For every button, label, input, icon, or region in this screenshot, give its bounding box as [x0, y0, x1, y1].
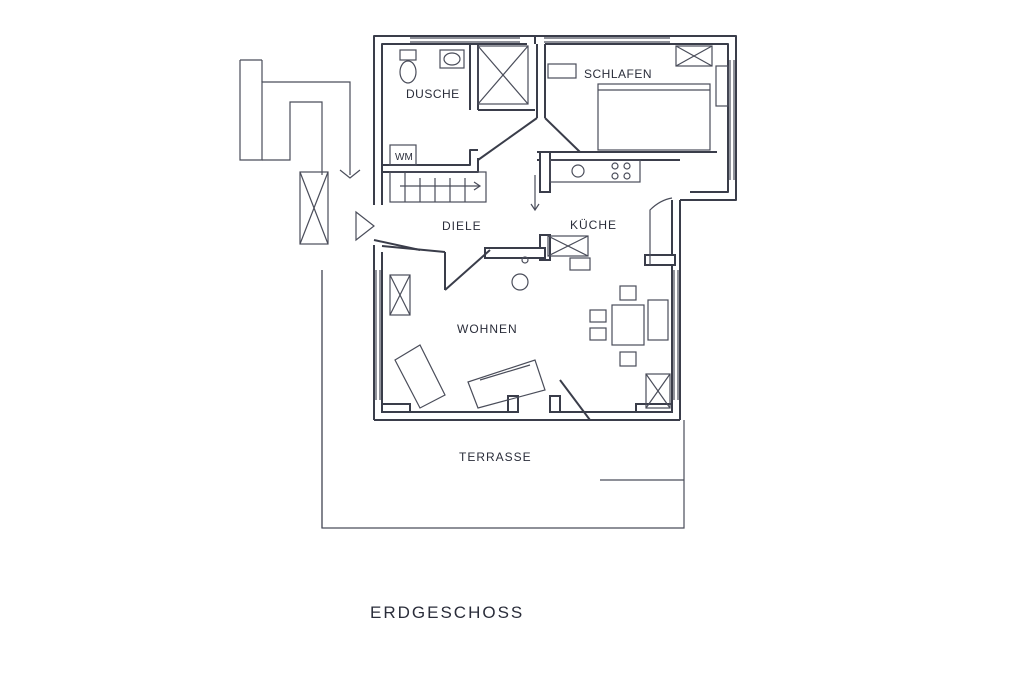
washer-label: WM [395, 152, 413, 163]
room-label-kueche: KÜCHE [570, 218, 617, 232]
room-label-wohnen: WOHNEN [457, 322, 518, 336]
room-label-schlafen: SCHLAFEN [584, 67, 652, 81]
floor-title: ERDGESCHOSS [370, 603, 524, 622]
kitchen-fixtures [511, 159, 673, 291]
entrance-door [355, 210, 375, 242]
washing-machine-box [389, 144, 417, 166]
bedroom-furniture [547, 45, 729, 151]
entrance-stair [239, 59, 361, 179]
entrance-step [299, 171, 329, 245]
windows [375, 37, 735, 400]
room-label-diele: DIELE [442, 219, 482, 233]
outer-walls [373, 35, 737, 421]
living-furniture [389, 274, 684, 481]
room-labels: DUSCHE SCHLAFEN DIELE KÜCHE WOHNEN TERRA… [406, 67, 652, 464]
room-label-terrasse: TERRASSE [459, 450, 532, 464]
room-label-dusche: DUSCHE [406, 87, 460, 101]
interior-stairs [389, 171, 540, 212]
bathroom-fixtures [389, 45, 529, 166]
terrace-outline [321, 270, 685, 529]
